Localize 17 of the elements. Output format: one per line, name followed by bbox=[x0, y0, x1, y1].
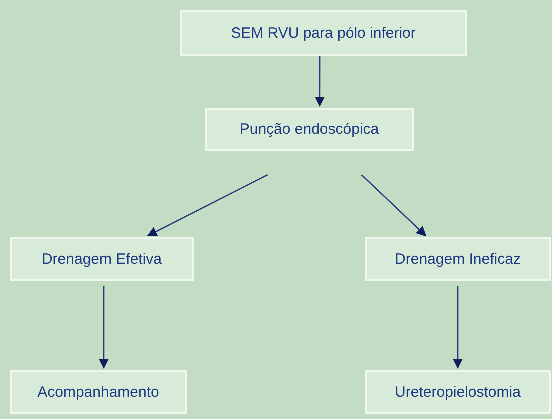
process-box bbox=[365, 237, 551, 281]
arrow bbox=[453, 286, 463, 369]
box-label: Drenagem Efetiva bbox=[42, 250, 162, 268]
arrow bbox=[147, 174, 268, 237]
box-label: Ureteropielostomia bbox=[395, 384, 521, 400]
process-box bbox=[365, 370, 551, 414]
arrow bbox=[361, 174, 427, 237]
process-box bbox=[205, 108, 414, 151]
process-box bbox=[10, 370, 187, 414]
process-box bbox=[180, 10, 467, 56]
box-label: Drenagem Ineficaz bbox=[395, 250, 521, 268]
arrow bbox=[314, 56, 325, 107]
arrow bbox=[99, 286, 109, 369]
box-label: Acompanhamento bbox=[38, 384, 160, 400]
box-label: Punção endoscópica bbox=[240, 121, 380, 138]
process-box bbox=[10, 237, 194, 281]
box-label: SEM RVU para pólo inferior bbox=[231, 24, 416, 42]
